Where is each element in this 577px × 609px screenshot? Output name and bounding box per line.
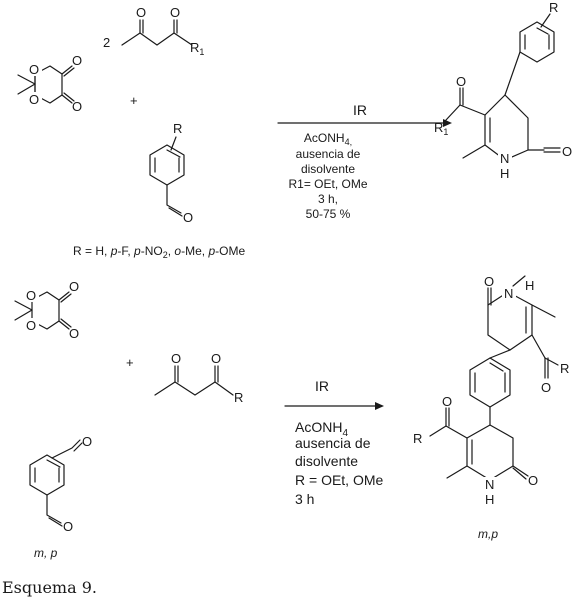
- n-atom: N: [504, 286, 513, 301]
- o-atom: O: [170, 5, 180, 20]
- beta-ketoester-2: O O R: [154, 351, 243, 405]
- o-atom: O: [63, 519, 73, 534]
- o-atom: O: [484, 274, 494, 289]
- o-atom: O: [82, 434, 92, 449]
- plus-sign: +: [130, 93, 138, 108]
- h-atom: H: [500, 166, 509, 181]
- product-r-label: R: [560, 361, 569, 376]
- condition-reagent: AcONH4: [295, 419, 348, 439]
- r-label: R: [234, 390, 243, 405]
- condition-r1: R1= OEt, OMe: [288, 177, 367, 191]
- product-r-label: R: [413, 431, 422, 446]
- o-atom: O: [528, 473, 538, 488]
- arrow-label-ir: IR: [315, 378, 329, 394]
- r-label: R: [173, 121, 182, 136]
- beta-ketoester-1: 2 O O R1: [103, 5, 204, 57]
- o-atom: O: [211, 351, 221, 366]
- product-1: R O R1 N H O: [434, 0, 572, 181]
- condition-r: R = OEt, OMe: [295, 472, 384, 488]
- o-atom: O: [72, 53, 82, 68]
- scheme-caption: Esquema 9.: [2, 578, 97, 597]
- condition-solvent-2: disolvente: [295, 453, 358, 469]
- condition-time: 3 h,: [318, 192, 338, 206]
- o-atom: O: [183, 210, 193, 225]
- dialdehyde-isomer-label: m, p: [34, 546, 58, 560]
- o-atom: O: [136, 5, 146, 20]
- o-atom: O: [541, 380, 551, 395]
- arrow-label-ir: IR: [353, 102, 367, 118]
- o-atom: O: [29, 92, 39, 107]
- condition-solvent-2: disolvente: [301, 162, 355, 176]
- meldrums-acid-1: O O O O: [17, 53, 82, 114]
- product-2: O N H O R O R O N H m,p: [413, 274, 569, 541]
- n-atom: N: [485, 477, 494, 492]
- o-atom: O: [29, 62, 39, 77]
- o-atom: O: [26, 288, 36, 303]
- condition-solvent: ausencia de: [295, 435, 371, 451]
- o-atom: O: [26, 318, 36, 333]
- benzaldehyde: R O: [149, 121, 193, 225]
- o-atom-cut: O: [562, 144, 572, 159]
- product-isomer-label: m,p: [478, 527, 498, 541]
- o-atom: O: [456, 74, 466, 89]
- h-atom: H: [525, 278, 534, 293]
- r1-label: R1: [190, 40, 204, 57]
- condition-solvent: ausencia de: [296, 147, 361, 161]
- product-r1-label: R1: [434, 120, 448, 137]
- o-atom: O: [69, 326, 79, 341]
- o-atom: O: [69, 279, 79, 294]
- meldrums-acid-2: O O O O: [14, 279, 79, 341]
- product-r-label: R: [549, 0, 558, 15]
- condition-yield: 50-75 %: [306, 207, 351, 221]
- condition-reagent: AcONH4,: [304, 131, 352, 147]
- dialdehyde: O O m, p: [29, 434, 92, 560]
- o-atom: O: [442, 394, 452, 409]
- stoich-coefficient: 2: [103, 35, 110, 50]
- h-atom: H: [485, 492, 494, 507]
- condition-time: 3 h: [295, 491, 314, 507]
- plus-sign: +: [126, 355, 134, 370]
- o-atom: O: [72, 99, 82, 114]
- reaction-arrow-2: IR: [284, 378, 384, 410]
- conditions-2: AcONH4 ausencia de disolvente R = OEt, O…: [295, 419, 384, 507]
- o-atom: O: [171, 351, 181, 366]
- conditions-1: AcONH4, ausencia de disolvente R1= OEt, …: [288, 131, 367, 221]
- reaction-arrow-1: IR: [277, 102, 452, 127]
- n-atom: N: [500, 151, 509, 166]
- substituents-line: R = H, p-F, p-NO2, o-Me, p-OMe: [73, 244, 245, 260]
